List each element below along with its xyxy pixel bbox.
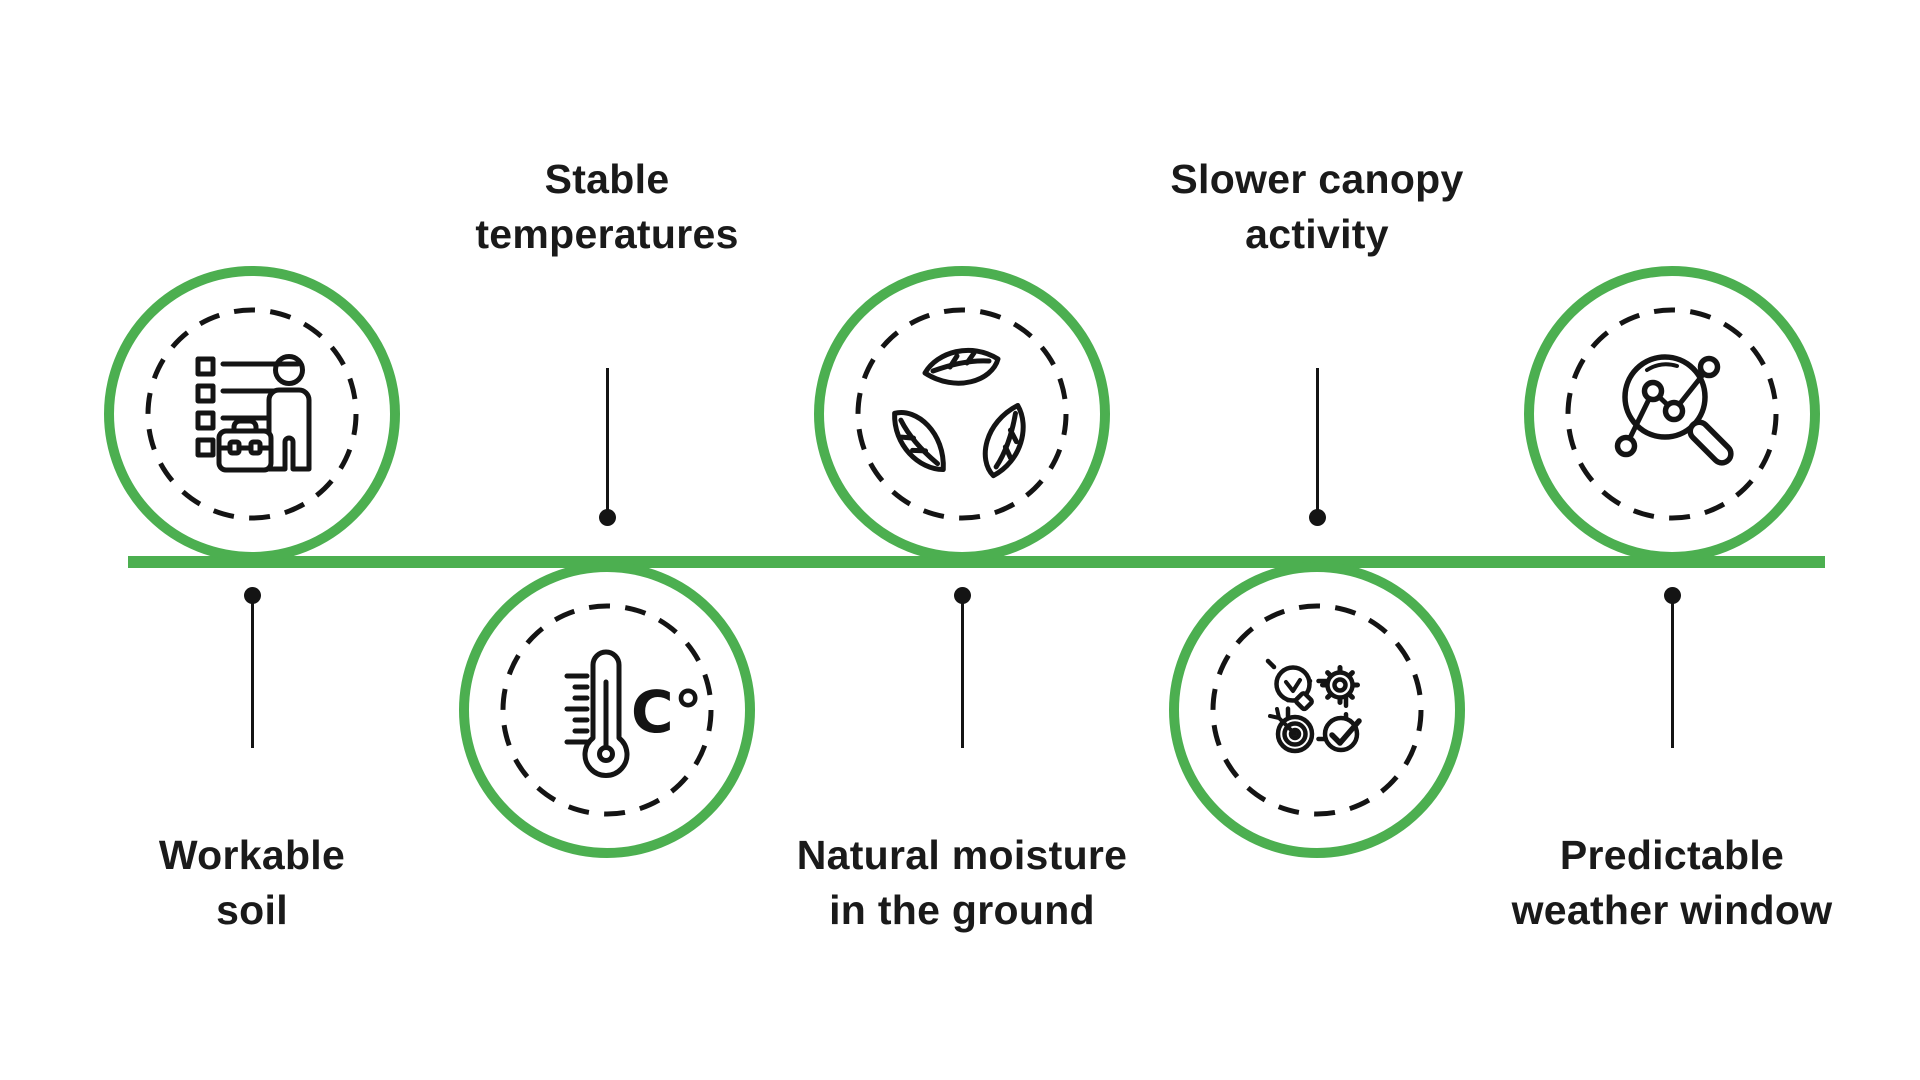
milestone-circle-predictable-weather — [1524, 266, 1820, 562]
timeline-line — [128, 556, 1825, 568]
three-leaves-icon — [892, 348, 1026, 479]
celsius-text: C° — [631, 678, 703, 746]
milestone-label-slower-canopy: Slower canopy activity — [1170, 156, 1464, 257]
milestone-label-stable-temperatures: Stable temperatures — [475, 156, 739, 257]
connector-line — [1315, 368, 1319, 517]
gear-icon — [1320, 665, 1360, 705]
checklist-person-briefcase-icon — [195, 354, 312, 473]
milestone-circle-workable-soil — [104, 266, 400, 562]
connector-line — [960, 595, 964, 748]
connector-line — [1670, 595, 1674, 748]
milestone-circle-natural-moisture — [814, 266, 1110, 562]
bulb-gear-target-check-icon — [1265, 658, 1362, 754]
milestone-label-predictable-weather: Predictable weather window — [1511, 832, 1833, 933]
connector-dot — [598, 508, 616, 526]
milestone-label-natural-moisture: Natural moisture in the ground — [796, 832, 1128, 933]
milestone-circle-stable-temperatures: C° — [459, 562, 755, 858]
milestone-circle-slower-canopy — [1169, 562, 1465, 858]
thermometer-icon: C° — [564, 649, 703, 778]
magnifier-data-points-icon — [1614, 354, 1734, 466]
check-circle-icon — [1322, 715, 1360, 753]
connector-line — [605, 368, 609, 517]
milestone-label-workable-soil: Workable soil — [158, 832, 346, 933]
connector-dot — [1308, 508, 1326, 526]
connector-line — [250, 595, 254, 748]
